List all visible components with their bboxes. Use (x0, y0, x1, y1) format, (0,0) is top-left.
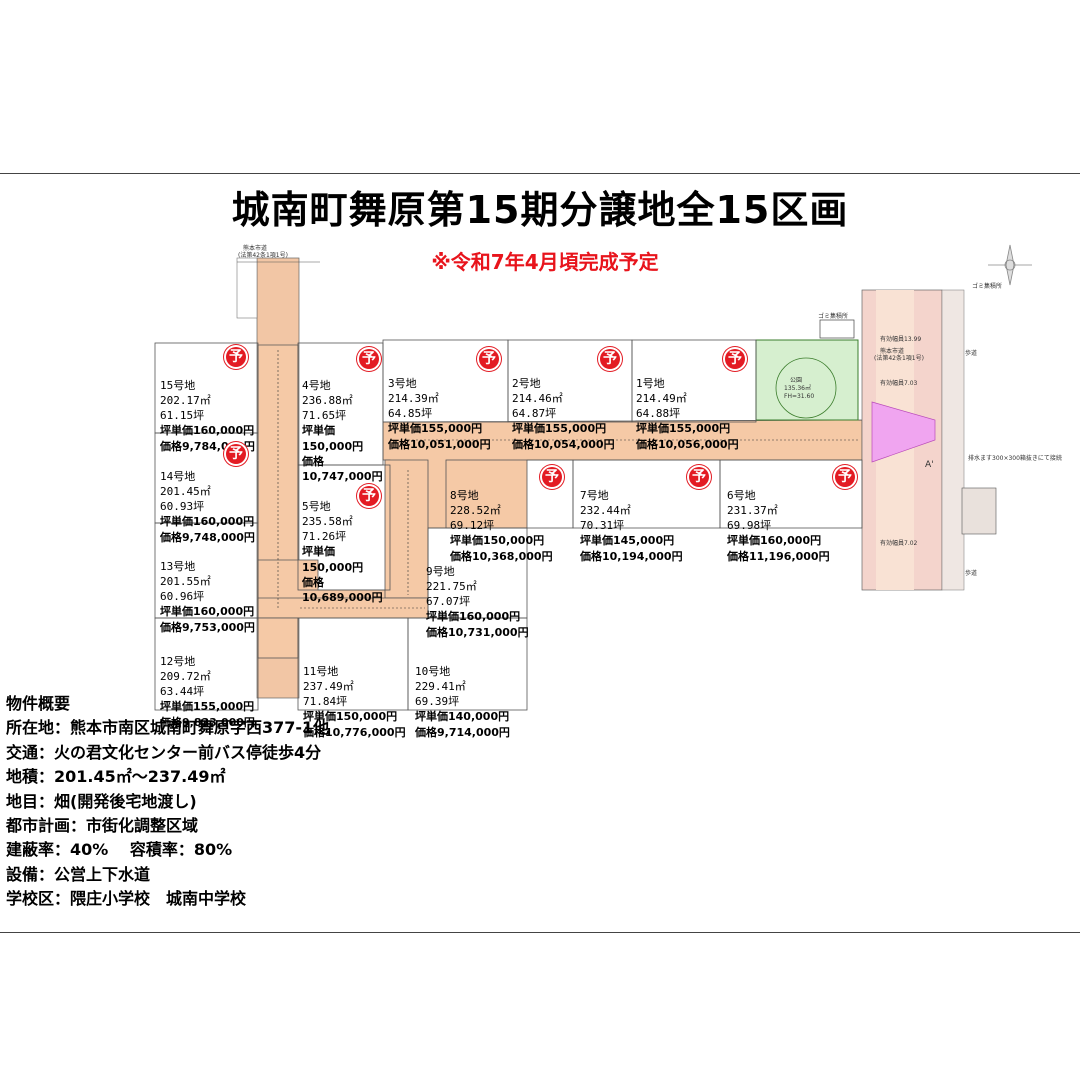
lot-number: 15号地 (160, 378, 196, 392)
road-top-label: 熊本市道 (243, 245, 268, 252)
summary-coverage: 建蔽率：40% 容積率：80% (6, 840, 233, 860)
summary-location: 所在地：熊本市南区城南町舞原字西377-1他 (6, 718, 330, 738)
park-area-label: 135.36㎡ (784, 385, 811, 392)
width-mid-label: 有効幅員7.03 (880, 380, 918, 387)
reserved-marker: 予 (540, 465, 564, 489)
point-a-label: A' (925, 460, 934, 470)
garbage-label: ゴミ集積所 (818, 313, 849, 320)
drain-label: 排水ます300×300箱抜きにて接続 (968, 455, 1062, 462)
reserved-marker: 予 (224, 442, 248, 466)
width-bottom-label: 有効幅員7.02 (880, 540, 918, 547)
city-road-right-label: 熊本市道 (880, 348, 905, 355)
reserved-marker: 予 (833, 465, 857, 489)
reserved-marker: 予 (598, 347, 622, 371)
width-top-label: 有効幅員13.99 (880, 336, 922, 343)
summary-facilities: 設備：公営上下水道 (6, 864, 151, 884)
summary-area: 地積：201.45㎡～237.49㎡ (6, 767, 226, 787)
completion-note: ※令和7年4月頃完成予定 (431, 250, 659, 274)
park-label: 公園 (790, 377, 803, 384)
lot-unit-price: 坪単価160,000円 (160, 424, 255, 438)
summary-school: 学校区：隈庄小学校 城南中学校 (6, 889, 247, 909)
sidewalk-label-bottom: 歩道 (965, 570, 978, 577)
lot-area: 202.17㎡ (160, 393, 211, 407)
summary-city-planning: 都市計画：市街化調整区域 (6, 816, 199, 836)
sidewalk-label-top: 歩道 (965, 350, 978, 357)
reserved-marker: 予 (357, 484, 381, 508)
lot-tsubo: 61.15坪 (160, 409, 205, 423)
park-fh-label: FH=31.60 (784, 393, 815, 400)
park (755, 339, 859, 421)
reserved-marker: 予 (357, 347, 381, 371)
page-title: 城南町舞原第15期分譲地全15区画 (231, 188, 849, 232)
reserved-marker: 予 (477, 347, 501, 371)
property-summary: 物件概要 所在地：熊本市南区城南町舞原字西377-1他 交通：火の君文化センター… (6, 692, 329, 912)
reserved-marker: 予 (224, 345, 248, 369)
summary-heading: 物件概要 (6, 694, 71, 713)
compass-rose (988, 244, 1032, 286)
summary-land-category: 地目：畑(開発後宅地渡し) (6, 791, 197, 811)
image-frame (0, 173, 1080, 933)
reserved-marker: 予 (687, 465, 711, 489)
summary-access: 交通：火の君文化センター前バス停徒歩4分 (6, 742, 322, 762)
site-plan (154, 244, 1032, 711)
reserved-marker: 予 (723, 347, 747, 371)
city-road-right-sub-label: (法第42条1項1号) (874, 355, 924, 362)
road-top-sub-label: (法第42条1項1号) (238, 252, 288, 259)
garbage-box-label: ゴミ集積所 (972, 283, 1003, 290)
